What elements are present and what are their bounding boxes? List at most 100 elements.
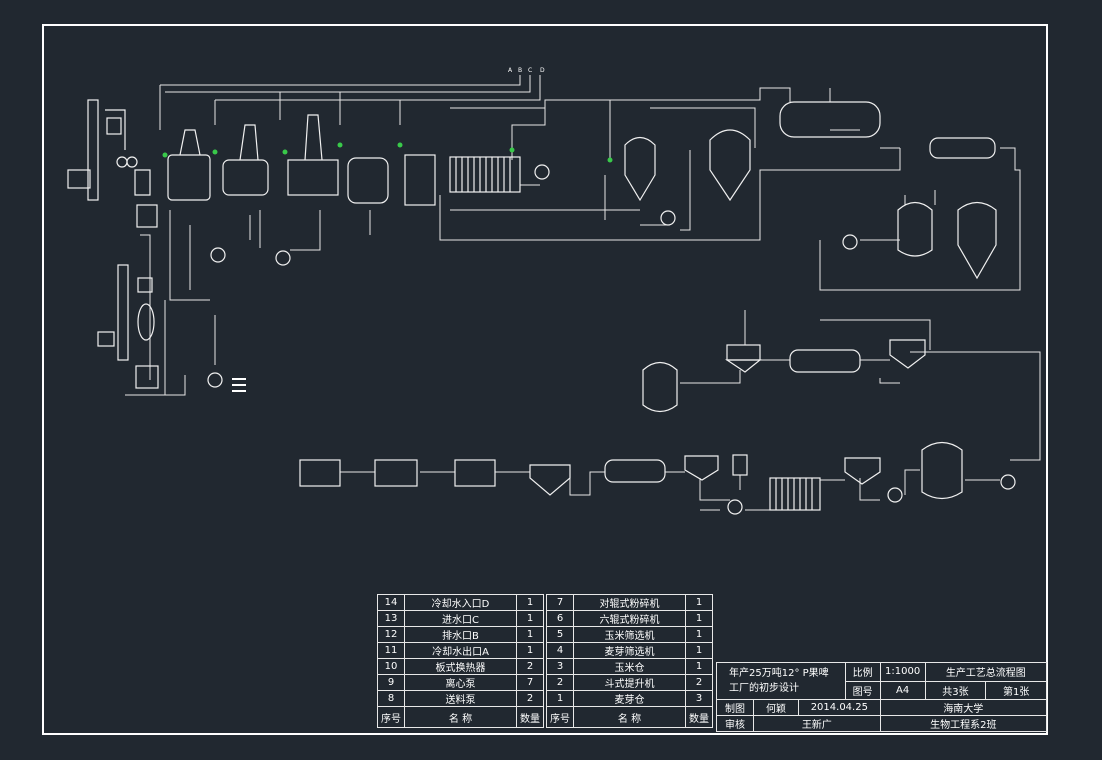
filling-sterilizing bbox=[454, 459, 496, 487]
drawing-frame bbox=[42, 24, 1048, 735]
centrifugal-pump-2 bbox=[210, 247, 226, 263]
item-no: 6 bbox=[546, 610, 574, 627]
item-qty: 1 bbox=[685, 594, 713, 611]
plate-heat-exchanger-1-plates bbox=[455, 157, 511, 192]
wort-kettle-top bbox=[304, 114, 323, 161]
item-no: 3 bbox=[546, 658, 574, 675]
centrifugal-pump-6 bbox=[207, 372, 223, 388]
scale-label: 比例 bbox=[844, 662, 881, 682]
item-no: 4 bbox=[546, 642, 574, 659]
item-no: 14 bbox=[377, 594, 405, 611]
screen-5 bbox=[106, 117, 122, 135]
indicator-bar-3 bbox=[232, 390, 246, 392]
mix-tank-2 bbox=[135, 365, 159, 389]
item-name: 麦芽筛选机 bbox=[573, 642, 686, 659]
item-no: 10 bbox=[377, 658, 405, 675]
item-qty: 1 bbox=[516, 642, 544, 659]
connection-label-d: D bbox=[540, 67, 545, 74]
valve-3 bbox=[282, 149, 288, 155]
checked-label: 审核 bbox=[716, 715, 754, 732]
whirlpool-tank bbox=[347, 157, 389, 204]
item-name: 送料泵 bbox=[404, 690, 517, 707]
item-name: 冷却水入口D bbox=[404, 594, 517, 611]
horizontal-tank bbox=[779, 101, 881, 138]
equipment bbox=[67, 99, 1016, 515]
class-name: 生物工程系2班 bbox=[879, 715, 1048, 732]
item-name: 板式换热器 bbox=[404, 658, 517, 675]
fermenter-1 bbox=[624, 136, 656, 202]
school-name: 海南大学 bbox=[879, 699, 1048, 716]
item-qty: 1 bbox=[685, 642, 713, 659]
item-name: 离心泵 bbox=[404, 674, 517, 691]
wort-kettle bbox=[287, 159, 339, 196]
corn-bin bbox=[97, 331, 115, 347]
membrane-filter-1 bbox=[789, 349, 861, 373]
centrifugal-pump-4 bbox=[660, 210, 676, 226]
bucket-elevator-1 bbox=[87, 99, 99, 201]
item-name: 斗式提升机 bbox=[573, 674, 686, 691]
item-no: 12 bbox=[377, 626, 405, 643]
valve-7 bbox=[607, 157, 613, 163]
centrifugal-pump-9 bbox=[1000, 474, 1016, 490]
item-name: 玉米筛选机 bbox=[573, 626, 686, 643]
feed-hopper bbox=[105, 109, 126, 150]
item-no: 9 bbox=[377, 674, 405, 691]
item-qty: 2 bbox=[516, 658, 544, 675]
mix-tank-1 bbox=[136, 204, 158, 228]
centrifugal-pump-5 bbox=[842, 234, 858, 250]
valves bbox=[162, 142, 613, 163]
packaging bbox=[374, 459, 418, 487]
bucket-elevator-2 bbox=[117, 264, 129, 361]
sheet-label: 图号 bbox=[844, 680, 881, 700]
item-no: 8 bbox=[377, 690, 405, 707]
membrane-filter-2 bbox=[604, 459, 666, 483]
roller-mill-a bbox=[116, 156, 128, 168]
header-no: 序号 bbox=[546, 706, 574, 728]
connection-labels: A B C D bbox=[508, 67, 545, 74]
item-no: 13 bbox=[377, 610, 405, 627]
mixing-hopper bbox=[529, 464, 571, 496]
table-header-row: 序号名 称数量 bbox=[546, 706, 713, 728]
piping bbox=[125, 75, 1041, 511]
scale-value: 1:1000 bbox=[879, 662, 926, 682]
item-name: 麦芽仓 bbox=[573, 690, 686, 707]
drawn-label: 制图 bbox=[716, 699, 754, 716]
item-qty: 3 bbox=[685, 690, 713, 707]
drawing-date: 2014.04.25 bbox=[798, 699, 881, 716]
sterile-tank bbox=[642, 361, 678, 413]
item-name: 对辊式粉碎机 bbox=[573, 594, 686, 611]
malt-bin-1 bbox=[67, 169, 91, 189]
plate-heat-exchanger-2 bbox=[769, 477, 821, 511]
settling-tank bbox=[404, 154, 436, 206]
title-block: 年产25万吨12° P果啤 工厂的初步设计 比例 1:1000 生产工艺总流程图… bbox=[716, 662, 1048, 732]
item-no: 1 bbox=[546, 690, 574, 707]
item-qty: 1 bbox=[516, 610, 544, 627]
project-title-line2: 工厂的初步设计 bbox=[729, 683, 799, 694]
item-no: 5 bbox=[546, 626, 574, 643]
screen-4 bbox=[137, 277, 153, 293]
valve-4 bbox=[337, 142, 343, 148]
drawn-by: 何颖 bbox=[753, 699, 799, 716]
connection-label-c: C bbox=[528, 67, 532, 74]
water-indicators bbox=[232, 378, 246, 392]
indicator-bar-2 bbox=[232, 384, 246, 386]
finished-product-storage bbox=[299, 459, 341, 487]
centrifugal-pump-3 bbox=[275, 250, 291, 266]
carbonation-tank-2 bbox=[844, 457, 881, 485]
indicator-bar-1 bbox=[232, 378, 246, 380]
plate-heat-exchanger-1 bbox=[449, 156, 521, 193]
plate-heat-exchanger-2-plates bbox=[775, 478, 813, 510]
item-no: 7 bbox=[546, 594, 574, 611]
item-name: 六辊式粉碎机 bbox=[573, 610, 686, 627]
item-qty: 1 bbox=[516, 626, 544, 643]
